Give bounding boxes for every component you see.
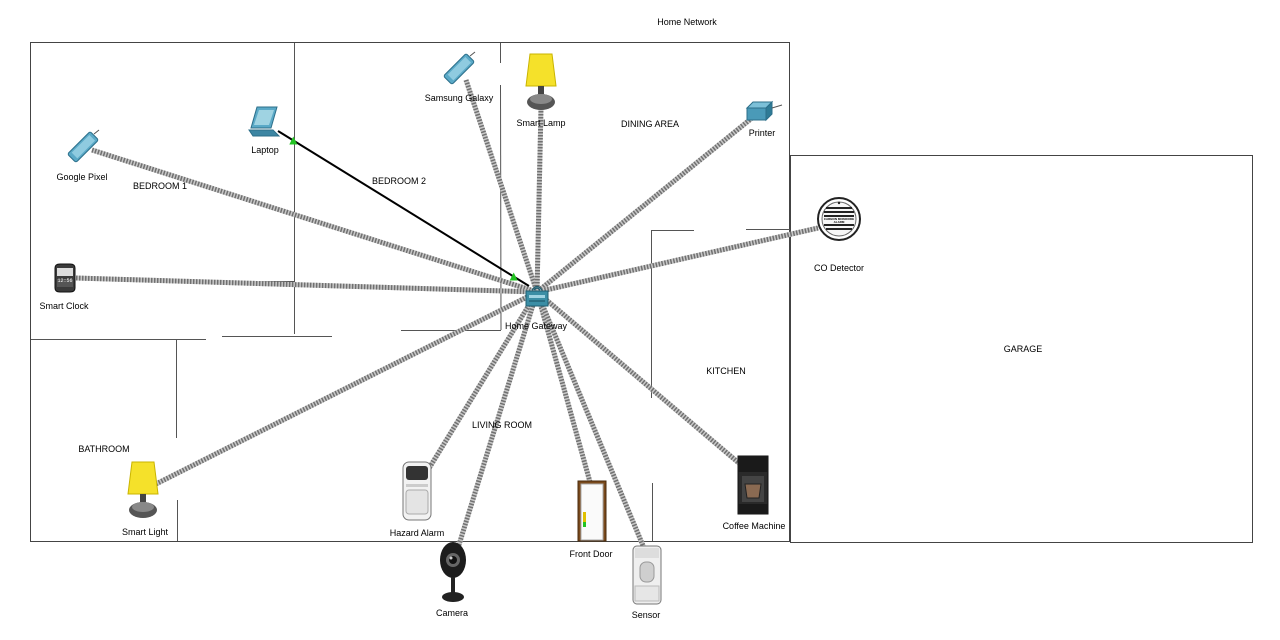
port-status-icon [509, 272, 518, 281]
lamp-icon [127, 461, 159, 518]
home-gateway-label: Home Gateway [504, 321, 568, 331]
printer-label: Printer [748, 128, 776, 138]
smart-light-device[interactable] [124, 460, 162, 520]
wireless-link-pattern [535, 116, 754, 294]
coffee-machine-device[interactable] [736, 454, 770, 516]
diagram-title: Home Network [657, 17, 717, 27]
room-label-dining-area: DINING AREA [620, 119, 680, 129]
lamp-icon [525, 53, 557, 110]
room-label-bedroom-2: BEDROOM 2 [371, 176, 427, 186]
smart-lamp-device[interactable] [522, 52, 560, 112]
links-layer [75, 79, 819, 549]
smart-clock-label: Smart Clock [39, 301, 89, 311]
wireless-link-pattern [154, 289, 539, 487]
co-detector-label: CO Detector [813, 263, 865, 273]
smart-light-label: Smart Light [121, 527, 169, 537]
clock-icon [54, 263, 76, 293]
sensor-label: Sensor [631, 610, 661, 620]
room-label-garage: GARAGE [1003, 344, 1043, 354]
hazard-alarm-label: Hazard Alarm [389, 528, 445, 538]
camera-device[interactable] [438, 540, 468, 604]
smart-clock-device[interactable]: 12:56 [52, 262, 78, 294]
sensor-device[interactable] [630, 544, 664, 606]
wireless-link-pattern [534, 291, 647, 549]
home-gateway[interactable] [524, 282, 550, 308]
garage-outline [790, 155, 1253, 543]
co-detector-device[interactable]: CARBON MONOXIDE ALARM [816, 196, 862, 242]
coffee-machine-label: Coffee Machine [722, 521, 786, 531]
smart-lamp-label: Smart Lamp [516, 118, 566, 128]
hazard-alarm-device[interactable] [400, 460, 434, 522]
printer-icon [745, 100, 783, 122]
laptop-device[interactable] [247, 104, 283, 138]
webcam-icon [440, 542, 466, 602]
samsung-galaxy-label: Samsung Galaxy [424, 93, 494, 103]
tablet-icon [443, 51, 476, 85]
smoke-alarm-icon [402, 461, 432, 521]
smart-clock-display: 12:56 [57, 278, 73, 284]
wireless-router-icon [525, 285, 549, 307]
printer-device[interactable] [744, 100, 784, 124]
wireless-link-pattern [534, 107, 544, 293]
laptop-icon [248, 106, 281, 137]
wireless-link-hazard-alarm[interactable] [425, 290, 540, 472]
wireless-link-front-door[interactable] [534, 291, 593, 483]
co-alarm-icon [817, 197, 861, 241]
coffee-machine-icon [737, 455, 769, 515]
front-door-device[interactable] [577, 480, 607, 542]
interior-walls [31, 43, 790, 541]
room-label-bathroom: BATHROOM [78, 444, 130, 454]
google-pixel-label: Google Pixel [56, 172, 108, 182]
front-door-label: Front Door [569, 549, 613, 559]
motion-sensor-icon [632, 545, 662, 605]
room-label-living-room: LIVING ROOM [471, 420, 533, 430]
wireless-link-pattern [75, 275, 538, 295]
google-pixel-device[interactable] [64, 128, 102, 166]
door-icon [577, 480, 607, 542]
house-outline [30, 42, 790, 542]
wired-link-laptop[interactable] [277, 130, 530, 287]
tablet-icon [67, 129, 100, 163]
wireless-link-pattern [463, 79, 540, 293]
co-detector-badge: CARBON MONOXIDE ALARM [823, 217, 855, 224]
laptop-label: Laptop [251, 145, 279, 155]
room-label-bedroom-1: BEDROOM 1 [132, 181, 188, 191]
camera-label: Camera [435, 608, 469, 618]
port-status-icon [289, 136, 298, 145]
wireless-link-google-pixel[interactable] [91, 147, 538, 295]
wireless-link-pattern [536, 225, 819, 295]
samsung-galaxy-device[interactable] [440, 50, 478, 88]
room-label-kitchen: KITCHEN [706, 366, 746, 376]
wireless-link-pattern [455, 291, 540, 549]
wireless-link-pattern [535, 290, 742, 466]
